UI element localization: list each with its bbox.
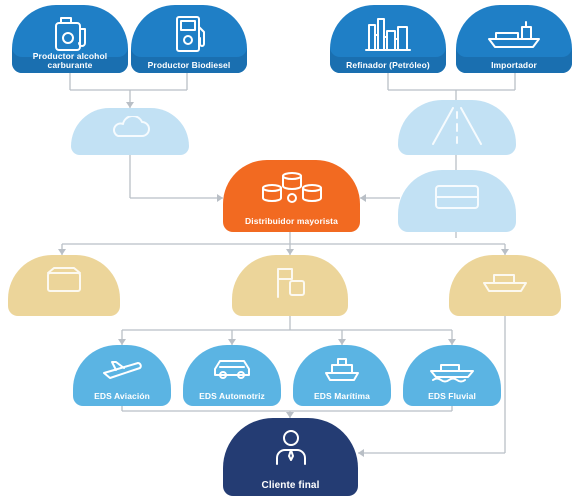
node-productor-alcohol: Productor alcohol carburante — [12, 5, 128, 73]
node-label: Cliente final — [261, 480, 320, 491]
barrels-icon — [261, 172, 322, 203]
node-label: EDS Aviación — [94, 391, 150, 401]
refinery-icon — [365, 18, 411, 51]
fuel-can-icon — [55, 17, 86, 51]
car-icon — [214, 360, 250, 379]
node-eds-fluvial: EDS Fluvial — [403, 345, 501, 406]
storage-icon — [435, 185, 479, 209]
flags-icon — [277, 268, 305, 298]
node-cliente-final: Cliente final — [223, 418, 358, 496]
node-faded-left — [71, 108, 189, 155]
node-tan-right — [449, 255, 561, 316]
node-productor-biodiesel: Productor Biodiesel — [131, 5, 247, 73]
node-label: Distribuidor mayorista — [245, 216, 338, 226]
node-distribuidor: Distribuidor mayorista — [223, 160, 360, 232]
node-label: Importador — [491, 60, 537, 70]
node-tan-center — [232, 255, 348, 316]
node-eds-aviacion: EDS Aviación — [73, 345, 171, 406]
box-icon — [47, 267, 81, 292]
node-tan-left — [8, 255, 120, 316]
node-label: EDS Automotriz — [199, 391, 265, 401]
boat-icon — [325, 358, 359, 381]
road-icon — [432, 107, 482, 145]
node-eds-maritima: EDS Marítima — [293, 345, 391, 406]
node-eds-automotriz: EDS Automotriz — [183, 345, 281, 406]
node-faded-right-2 — [398, 170, 516, 232]
node-label: EDS Fluvial — [428, 391, 476, 401]
node-refinador: Refinador (Petróleo) — [330, 5, 446, 73]
fuel-pump-icon — [176, 16, 205, 52]
cloud-icon — [113, 116, 150, 137]
node-importador: Importador — [456, 5, 572, 73]
river-boat-icon — [430, 364, 474, 383]
node-label: Productor alcohol carburante — [32, 51, 108, 70]
tanker-ship-icon — [488, 21, 540, 48]
node-label: EDS Marítima — [314, 391, 370, 401]
airplane-icon — [103, 361, 142, 379]
node-label: Productor Biodiesel — [147, 60, 231, 70]
node-faded-right-1 — [398, 100, 516, 155]
ship-icon — [483, 274, 527, 292]
person-icon — [275, 430, 306, 465]
node-label: Refinador (Petróleo) — [346, 60, 430, 70]
